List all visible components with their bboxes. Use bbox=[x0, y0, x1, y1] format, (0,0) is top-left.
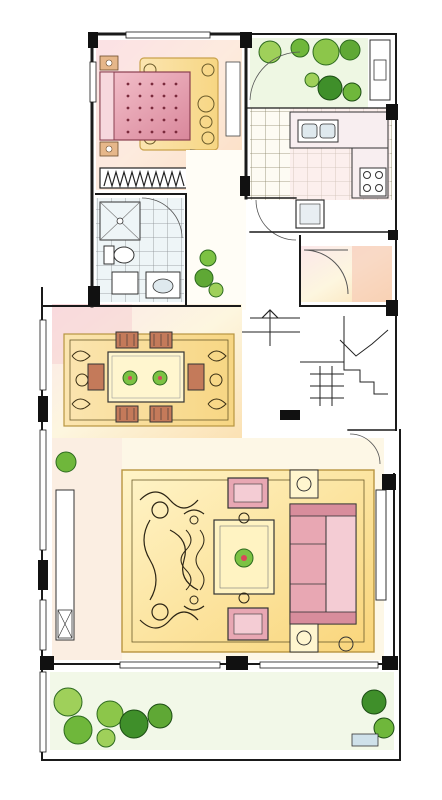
coffee-table bbox=[213, 512, 275, 604]
living-area bbox=[52, 433, 387, 660]
plant-icon bbox=[194, 249, 224, 298]
wall-columns bbox=[38, 32, 398, 670]
door-swing-icon bbox=[255, 199, 297, 241]
rug-ornament-icon bbox=[180, 515, 205, 605]
garden-courtyard bbox=[249, 38, 391, 108]
bathroom bbox=[96, 197, 184, 302]
windows bbox=[39, 31, 379, 753]
balcony-garden bbox=[50, 672, 395, 750]
walls bbox=[41, 32, 401, 761]
stairs-icon bbox=[236, 309, 390, 408]
tree-icon bbox=[53, 687, 395, 748]
end-table bbox=[289, 623, 319, 653]
armchair-icon bbox=[227, 477, 269, 509]
end-table bbox=[289, 469, 319, 499]
tree-icon bbox=[258, 38, 362, 102]
shower-icon bbox=[99, 201, 141, 241]
plant-icon bbox=[55, 451, 77, 473]
rug-ornament-icon bbox=[71, 350, 227, 410]
rug-ornament-icon bbox=[139, 491, 205, 629]
kitchen bbox=[250, 108, 392, 241]
toilet-icon bbox=[103, 245, 135, 265]
armchair-icon bbox=[227, 607, 269, 641]
sink-icon bbox=[297, 119, 339, 143]
bedroom bbox=[96, 40, 242, 195]
dining-area bbox=[52, 304, 242, 438]
stove-icon bbox=[359, 167, 387, 197]
bed-icon bbox=[99, 55, 191, 157]
tv-cabinet bbox=[55, 489, 75, 641]
dining-table-icon bbox=[87, 331, 205, 423]
sofa-icon bbox=[289, 503, 357, 625]
